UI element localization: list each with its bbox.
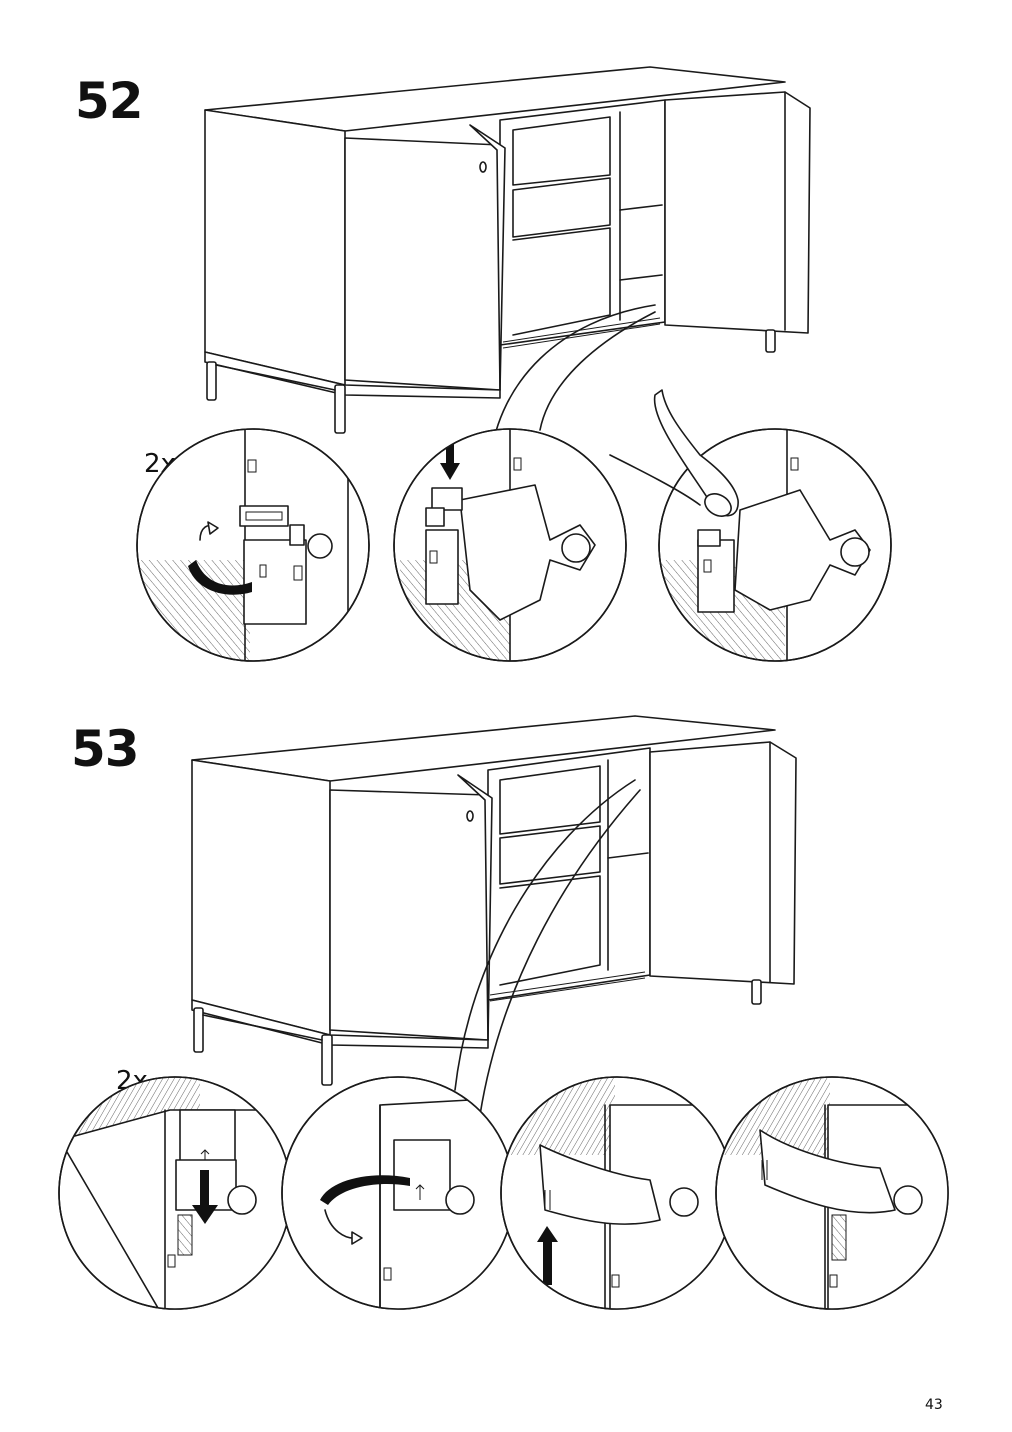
step-52-sideboard-illustration xyxy=(204,66,811,461)
step-53-number: 53 xyxy=(71,720,140,778)
step-52-detail-1 xyxy=(136,428,370,662)
step-52-number: 52 xyxy=(75,72,144,130)
step-53-detail-3 xyxy=(500,1076,734,1310)
step-53-detail-4 xyxy=(715,1076,949,1310)
step-53-detail-1 xyxy=(58,1076,292,1310)
step-53-sideboard-illustration xyxy=(191,715,797,1116)
step-52-detail-3 xyxy=(609,389,892,662)
step-53-detail-2 xyxy=(281,1076,515,1310)
page-number: 43 xyxy=(925,1397,943,1413)
step-52-detail-2 xyxy=(393,428,627,662)
